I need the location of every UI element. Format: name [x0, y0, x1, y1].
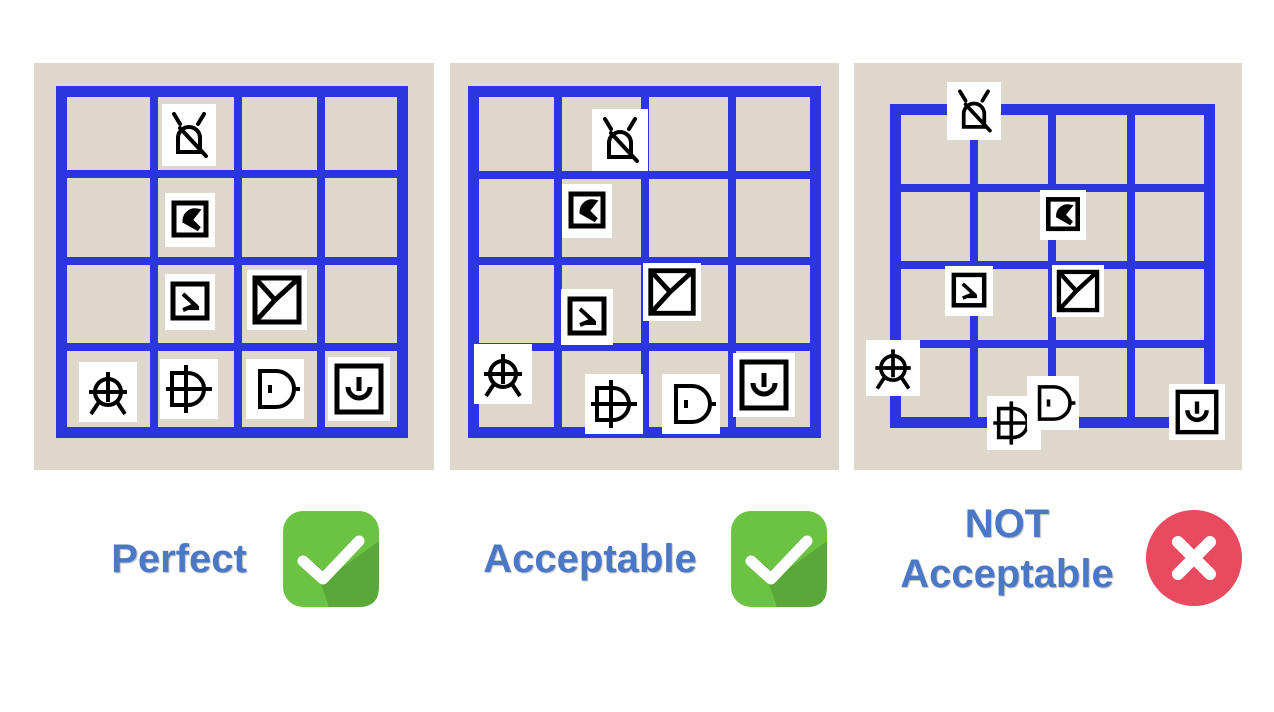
- smile-box-icon: [733, 353, 795, 417]
- label-acceptable: Acceptable: [470, 534, 710, 584]
- panel-perfect: [34, 63, 434, 470]
- grid-line: [468, 257, 821, 265]
- grid-line: [468, 171, 821, 179]
- label-not-text: NOT: [964, 502, 1050, 546]
- wedge-icon: [1040, 190, 1086, 240]
- smile-box-icon: [1169, 384, 1225, 440]
- check-icon: [731, 511, 827, 607]
- panel-not-acceptable: [854, 63, 1242, 470]
- grid-line: [890, 340, 1215, 348]
- d-gate-icon: [662, 374, 720, 434]
- grid-line: [890, 184, 1215, 192]
- smile-box-icon: [328, 357, 390, 421]
- d-gate-icon: [246, 359, 304, 419]
- half-circle-plus-icon: [160, 359, 218, 419]
- wedge-icon: [562, 184, 612, 238]
- crosshair-icon: [474, 344, 532, 404]
- panel-acceptable: [450, 63, 839, 470]
- label-not-acceptable: NOT Acceptable: [884, 499, 1130, 599]
- envelope-box-icon: [247, 270, 307, 330]
- half-circle-plus-icon: [585, 374, 643, 434]
- label-not-acceptable-text: Acceptable: [900, 552, 1114, 596]
- d-gate-icon: [1027, 376, 1079, 430]
- label-perfect: Perfect: [100, 534, 258, 584]
- check-icon: [283, 511, 379, 607]
- envelope-box-icon: [643, 263, 701, 321]
- cross-icon: [1146, 510, 1242, 606]
- crosshair-icon: [866, 340, 920, 396]
- grid-line: [56, 257, 408, 265]
- grid-line: [468, 343, 821, 351]
- envelope-box-icon: [1052, 265, 1104, 317]
- arrow-box-icon: [165, 274, 215, 330]
- bell-slash-icon: [162, 104, 216, 166]
- arrow-box-icon: [945, 266, 993, 316]
- wedge-icon: [165, 193, 215, 247]
- arrow-box-icon: [561, 289, 613, 345]
- bell-slash-icon: [592, 109, 648, 171]
- label-acceptable-text: Acceptable: [483, 537, 697, 581]
- crosshair-icon: [79, 362, 137, 422]
- grid-line: [56, 343, 408, 351]
- label-perfect-text: Perfect: [111, 537, 247, 581]
- bell-slash-icon: [947, 82, 1001, 140]
- grid-line: [56, 170, 408, 178]
